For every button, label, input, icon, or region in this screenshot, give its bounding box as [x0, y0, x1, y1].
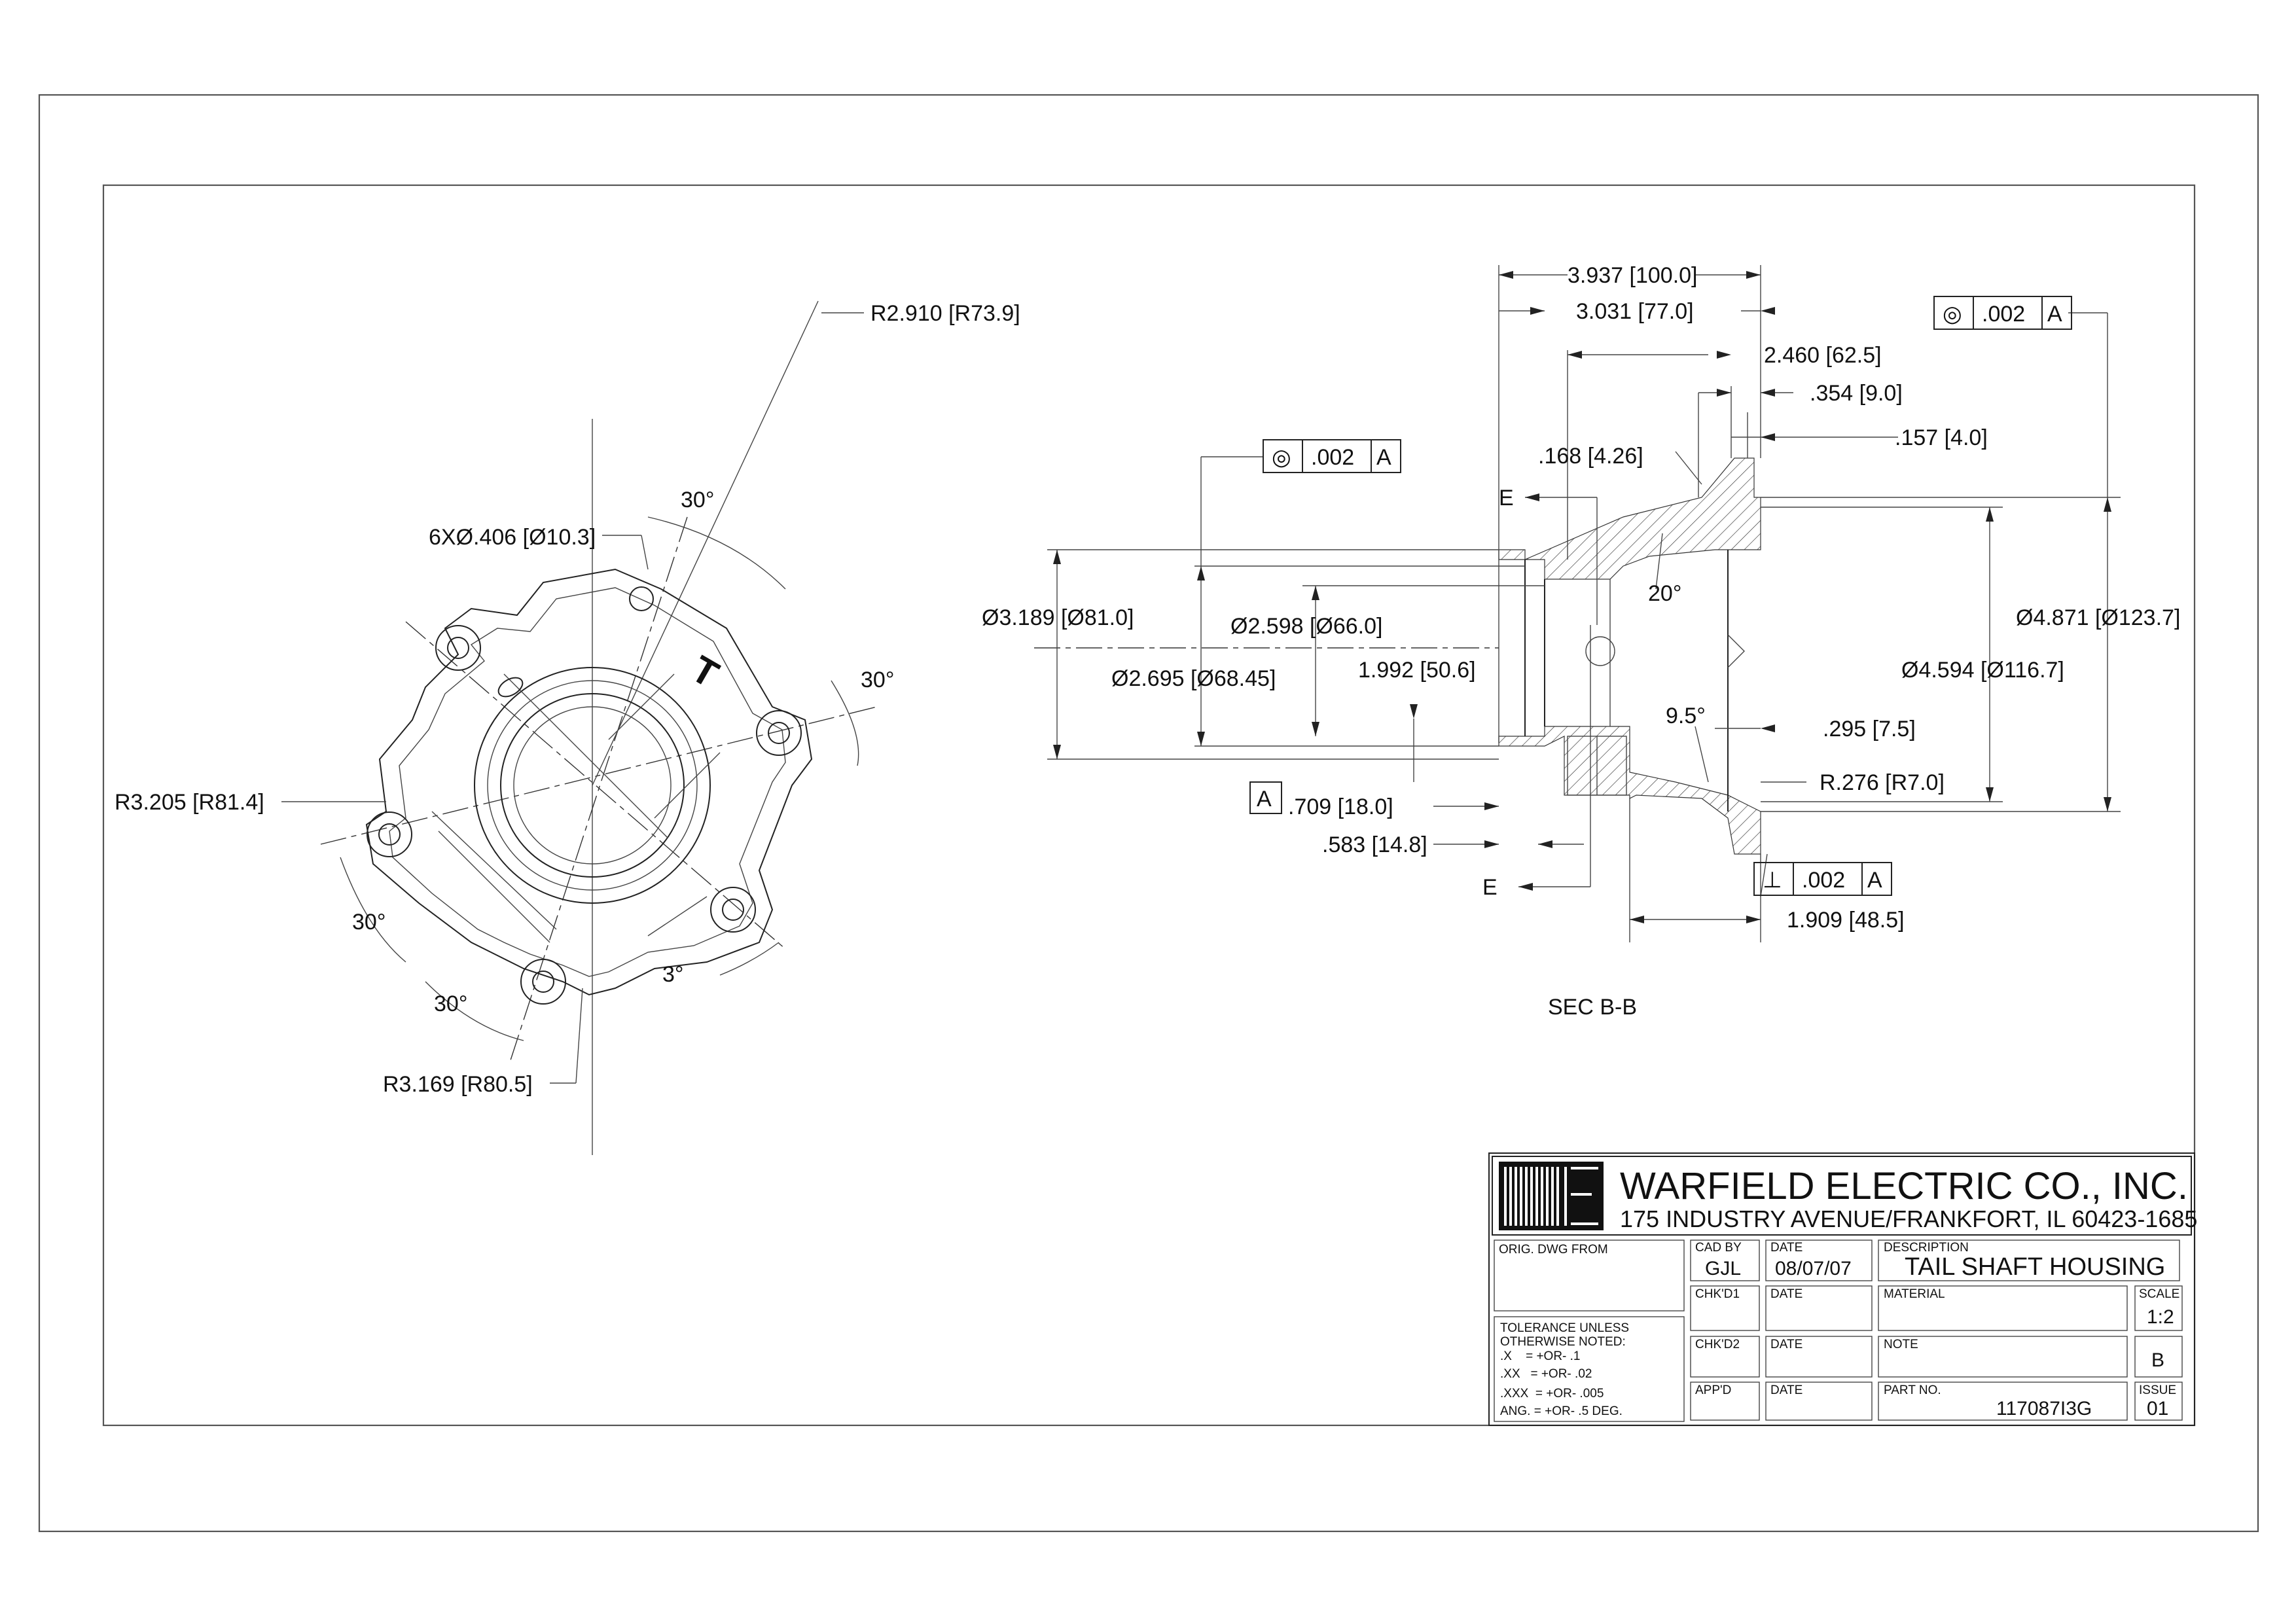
chk2-label: CHK'D2 — [1695, 1338, 1740, 1351]
section-e-bottom: E — [1482, 875, 1498, 900]
gdt-left-frame: ◎ .002 A — [1263, 439, 1401, 473]
appd-date-label: DATE — [1770, 1383, 1803, 1397]
inner-border — [102, 184, 2196, 1427]
section-cut-mark: T — [684, 648, 725, 696]
svg-text:◎: ◎ — [1943, 302, 1962, 327]
tolerance-line-2: OTHERWISE NOTED: — [1500, 1335, 1626, 1349]
dim-fillet: R.276 [R7.0] — [1820, 770, 1945, 795]
chk1-label: CHK'D1 — [1695, 1287, 1740, 1301]
part-no-value: 117087I3G — [1996, 1398, 2092, 1419]
chk1-date-label: DATE — [1770, 1287, 1803, 1301]
dim-depth: 1.992 [50.6] — [1358, 658, 1476, 683]
dim-2460: 2.460 [62.5] — [1764, 343, 1882, 368]
section-title: SEC B-B — [1548, 995, 1637, 1020]
dim-inner-dia: Ø2.598 [Ø66.0] — [1230, 614, 1383, 639]
angle-left: 30° — [352, 910, 386, 935]
dim-step-dia: Ø2.695 [Ø68.45] — [1111, 666, 1276, 691]
angle-top: 30° — [681, 488, 714, 512]
section-e-top: E — [1499, 486, 1514, 510]
svg-text:.002: .002 — [1982, 302, 2025, 327]
note-label: NOTE — [1884, 1338, 1918, 1351]
orig-dwg-label: ORIG. DWG FROM — [1499, 1243, 1608, 1257]
material-label: MATERIAL — [1884, 1287, 1945, 1301]
description-value: TAIL SHAFT HOUSING — [1905, 1253, 2165, 1281]
radius-left-label: R3.205 [R81.4] — [115, 790, 264, 815]
hub-radius-label: R2.910 [R73.9] — [870, 301, 1020, 326]
dim-bore-dia: Ø3.189 [Ø81.0] — [982, 605, 1134, 630]
scale-label: SCALE — [2139, 1287, 2179, 1301]
angle-bottom: 30° — [434, 991, 467, 1016]
hole-callout: 6XØ.406 [Ø10.3] — [429, 525, 596, 550]
scale-value: 1:2 — [2147, 1306, 2174, 1328]
bolt-holes — [367, 586, 802, 1005]
dim-709: .709 [18.0] — [1288, 794, 1393, 819]
company-logo — [1499, 1162, 1604, 1230]
angle-small-section: 9.5° — [1666, 704, 1706, 728]
title-block: WARFIELD ELECTRIC CO., INC. 175 INDUSTRY… — [1488, 1152, 2197, 1426]
dim-flange-dia: Ø4.871 [Ø123.7] — [2016, 605, 2180, 630]
tolerance-line-5: .XXX = +OR- .005 — [1500, 1387, 1604, 1400]
svg-text:A: A — [2047, 302, 2062, 327]
chk2-date-label: DATE — [1770, 1338, 1803, 1351]
dim-354: .354 [9.0] — [1810, 381, 1903, 406]
dim-583: .583 [14.8] — [1322, 832, 1427, 857]
outer-border — [38, 94, 2259, 1533]
rev-value: B — [2151, 1349, 2164, 1371]
company-name: WARFIELD ELECTRIC CO., INC. — [1620, 1165, 2188, 1207]
svg-text:.002: .002 — [1802, 868, 1845, 893]
tolerance-line-6: ANG. = +OR- .5 DEG. — [1500, 1404, 1623, 1418]
description-label: DESCRIPTION — [1884, 1241, 1969, 1255]
issue-value: 01 — [2147, 1398, 2168, 1419]
date-label: DATE — [1770, 1241, 1803, 1255]
angle-right: 30° — [861, 668, 894, 692]
cad-by-value: GJL — [1705, 1258, 1741, 1279]
part-no-label: PART NO. — [1884, 1383, 1941, 1397]
section-view: ◎ .002 A ◎ .002 A ⊥ .002 A A 3.937 [100.… — [982, 263, 2180, 1020]
company-address: 175 INDUSTRY AVENUE/FRANKFORT, IL 60423-… — [1620, 1205, 2197, 1232]
front-view: T R2.910 [R73.9] 6XØ.406 [Ø10.3] 30° 30°… — [115, 300, 1020, 1155]
gdt-perp-frame: ⊥ .002 A — [1753, 862, 1892, 896]
svg-text:A: A — [1867, 868, 1882, 893]
dim-pilot-dia: Ø4.594 [Ø116.7] — [1901, 658, 2064, 683]
dim-wall: .168 [4.26] — [1538, 444, 1643, 469]
angle-small: 3° — [662, 962, 684, 987]
svg-text:A: A — [1376, 445, 1391, 470]
svg-text:A: A — [1257, 787, 1272, 812]
svg-text:⊥: ⊥ — [1763, 868, 1782, 893]
dim-overall-length: 3.937 [100.0] — [1568, 263, 1698, 288]
dim-flange-thk: .157 [4.0] — [1895, 425, 1988, 450]
issue-label: ISSUE — [2139, 1383, 2176, 1397]
tolerance-line-3: .X = +OR- .1 — [1500, 1349, 1581, 1363]
gdt-right-frame: ◎ .002 A — [1933, 296, 2072, 330]
appd-label: APP'D — [1695, 1383, 1731, 1397]
radius-bottom-label: R3.169 [R80.5] — [383, 1072, 533, 1097]
tolerance-line-4: .XX = +OR- .02 — [1500, 1367, 1592, 1381]
dim-3031: 3.031 [77.0] — [1576, 299, 1694, 324]
date-value: 08/07/07 — [1775, 1258, 1852, 1279]
cad-by-label: CAD BY — [1695, 1241, 1742, 1255]
svg-text:◎: ◎ — [1272, 445, 1291, 470]
dim-295: .295 [7.5] — [1823, 717, 1916, 741]
tolerance-line-1: TOLERANCE UNLESS — [1500, 1321, 1629, 1335]
angle-taper: 20° — [1648, 581, 1681, 606]
dim-1909: 1.909 [48.5] — [1787, 908, 1905, 933]
svg-text:.002: .002 — [1311, 445, 1354, 470]
datum-a-box: A — [1249, 781, 1282, 814]
